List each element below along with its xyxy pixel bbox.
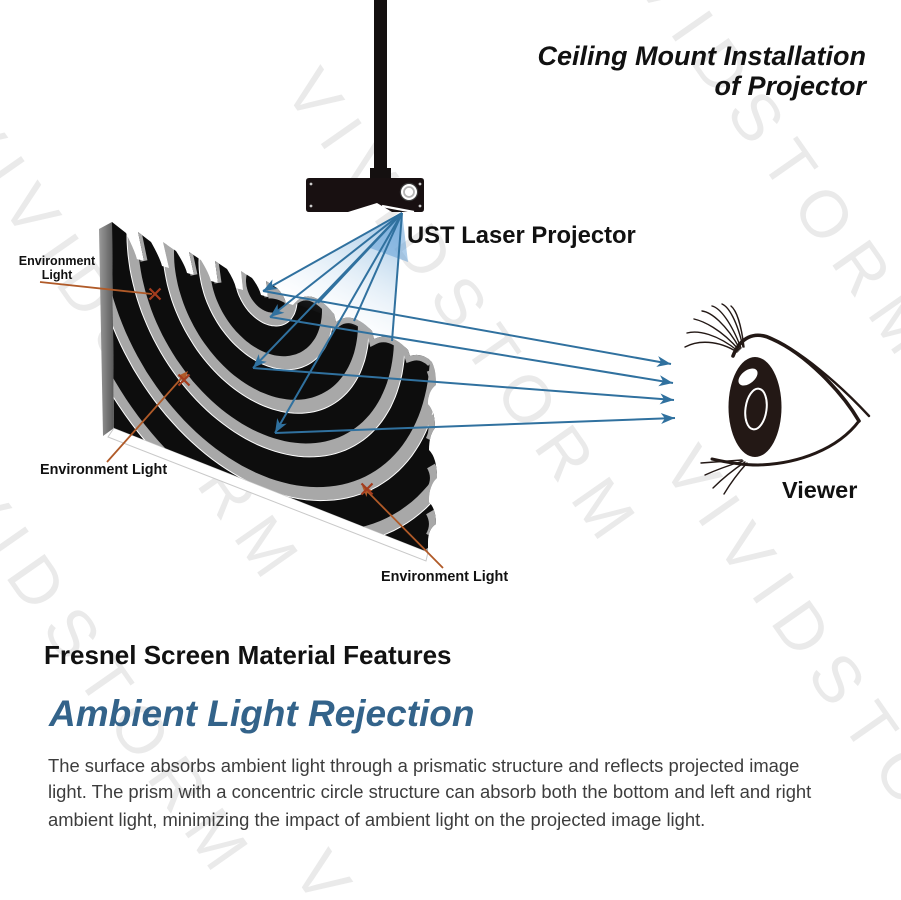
svg-text:Light: Light — [42, 268, 73, 282]
svg-text:Environment Light: Environment Light — [381, 569, 508, 585]
svg-text:light. The prism with a concen: light. The prism with a concentric circl… — [48, 781, 811, 802]
svg-text:ambient light, minimizing the: ambient light, minimizing the impact of … — [48, 809, 705, 830]
svg-text:Environment: Environment — [19, 254, 96, 268]
svg-text:Environment Light: Environment Light — [40, 462, 167, 478]
svg-text:Viewer: Viewer — [782, 477, 857, 503]
svg-text:Fresnel Screen Material Featur: Fresnel Screen Material Features — [44, 640, 452, 670]
svg-text:The surface absorbs ambient li: The surface absorbs ambient light throug… — [48, 755, 799, 776]
svg-text:UST Laser Projector: UST Laser Projector — [407, 222, 636, 249]
svg-text:Ceiling Mount Installation: Ceiling Mount Installation — [538, 41, 866, 71]
svg-text:of Projector: of Projector — [714, 71, 867, 101]
svg-text:Ambient Light Rejection: Ambient Light Rejection — [48, 693, 475, 734]
